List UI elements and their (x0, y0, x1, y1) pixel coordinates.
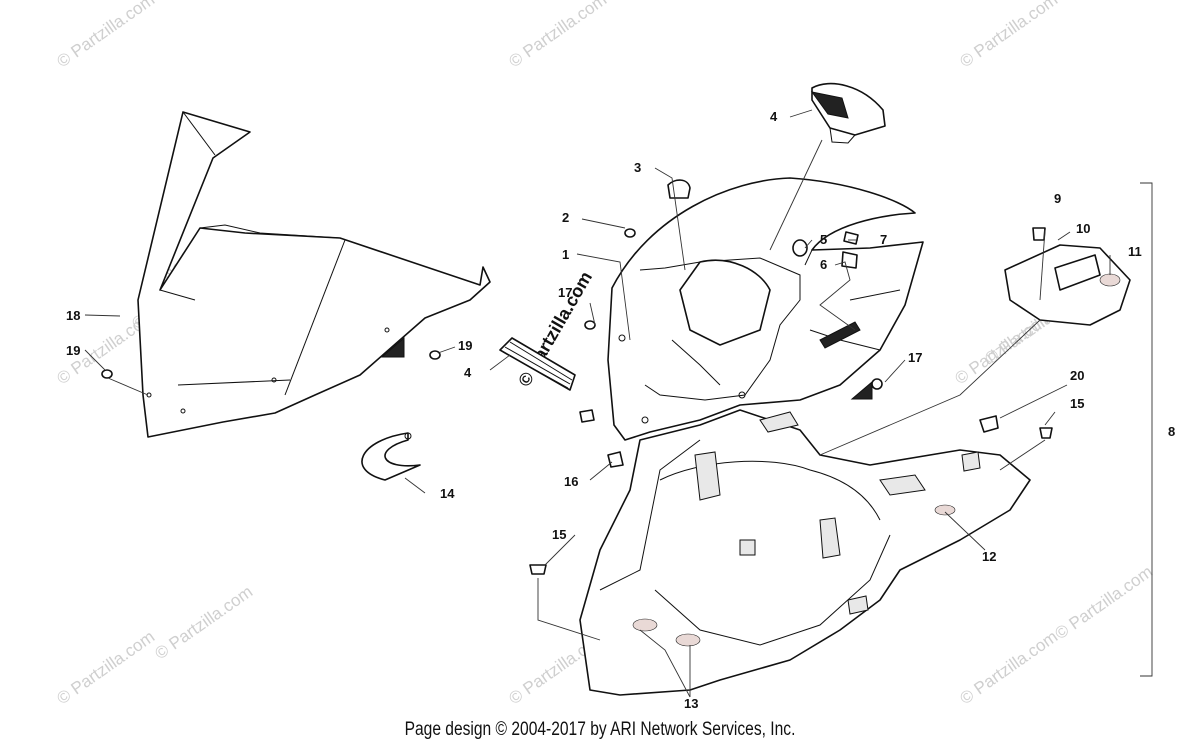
callout-13: 13 (684, 696, 698, 711)
callout-labels: 1 2 3 4 4 5 6 7 8 9 10 11 12 13 14 15 15… (66, 109, 1175, 711)
decal-pad (632, 618, 658, 632)
callout-12: 12 (982, 549, 996, 564)
watermark: © Partzilla.com (956, 0, 1061, 71)
callout-17: 17 (908, 350, 922, 365)
callout-20: 20 (1070, 368, 1084, 383)
watermark: © Partzilla.com (1051, 562, 1156, 643)
watermark: © Partzilla.com (505, 0, 610, 71)
callout-9: 9 (1054, 191, 1061, 206)
decal-pad (934, 504, 956, 516)
hood-strap (361, 432, 421, 481)
upper-hood (607, 177, 924, 441)
footer-copyright: Page design © 2004-2017 by ARI Network S… (404, 719, 796, 740)
callout-1: 1 (562, 247, 569, 262)
callout-15: 15 (552, 527, 566, 542)
gauge-cluster (810, 82, 886, 144)
callout-18: 18 (66, 308, 80, 323)
callout-11: 11 (1128, 244, 1142, 259)
callout-7: 7 (880, 232, 887, 247)
callout-4: 4 (770, 109, 778, 124)
watermark: © Partzilla.com (151, 582, 256, 663)
orientation-arrow (380, 336, 405, 358)
callout-10: 10 (1076, 221, 1090, 236)
lower-hood (579, 409, 1031, 696)
watermark: © Partzilla.com (956, 627, 1061, 708)
callout-15: 15 (1070, 396, 1084, 411)
callout-6: 6 (820, 257, 827, 272)
callout-19: 19 (66, 343, 80, 358)
callout-3: 3 (634, 160, 641, 175)
hardware (101, 179, 1053, 575)
watermark: © Partzilla.com (53, 0, 158, 71)
decal-pad (675, 633, 701, 647)
callout-5: 5 (820, 232, 827, 247)
callout-16: 16 (564, 474, 578, 489)
callout-17: 17 (558, 285, 572, 300)
callout-14: 14 (440, 486, 455, 501)
grille-panel (499, 337, 576, 391)
callout-19: 19 (458, 338, 472, 353)
callout-2: 2 (562, 210, 569, 225)
watermark: © Partzilla.com (53, 627, 158, 708)
orientation-arrow (850, 380, 873, 400)
leader-lines (84, 109, 1111, 698)
windshield (137, 111, 491, 438)
callout-4: 4 (464, 365, 472, 380)
callout-8: 8 (1168, 424, 1175, 439)
group-bracket-8 (1140, 182, 1153, 677)
mounting-bracket (1004, 244, 1131, 326)
